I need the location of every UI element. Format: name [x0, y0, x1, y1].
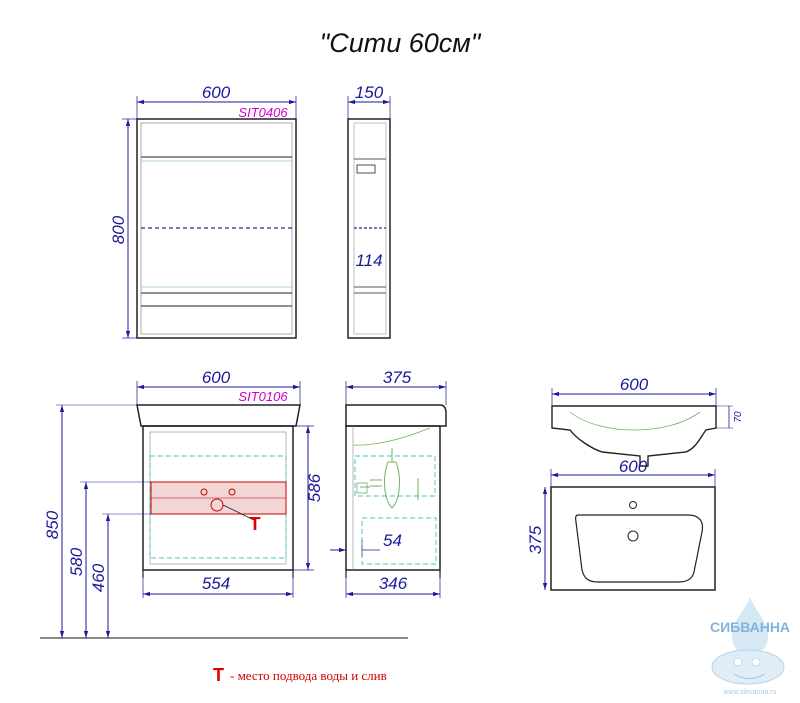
vanity-water-marker: T: [250, 514, 261, 534]
mirror-depth-label: 150: [355, 83, 384, 102]
sink-side-view: [551, 405, 717, 467]
vanity-width-bottom-dimension: 554: [142, 574, 294, 598]
legend-symbol: T: [213, 665, 224, 685]
mirror-shelf-label: 114: [355, 251, 382, 270]
height-580-dimension: 580: [67, 481, 151, 638]
vanity-body-height-label: 586: [305, 473, 324, 502]
vanity-offset-dimension: 54: [330, 531, 402, 556]
vanity-offset-label: 54: [383, 531, 402, 550]
sink-height-label: 70: [733, 411, 744, 423]
height-850-dimension: 850: [43, 404, 137, 638]
legend-text: - место подвода воды и слив: [230, 668, 387, 683]
vanity-depth-bottom-label: 346: [379, 574, 408, 593]
vanity-depth-top-dimension: 375: [345, 368, 447, 405]
sink-side-width-label: 600: [620, 375, 649, 394]
mirror-depth-dimension: 150: [347, 83, 391, 119]
vanity-front: T: [136, 404, 301, 578]
mirror-width-dimension: 600: [136, 83, 297, 119]
mirror-code-label: SIT0406: [238, 105, 288, 120]
sink-top-width-dimension: 600: [550, 457, 716, 487]
vanity-width-top-dimension: 600: [136, 368, 301, 405]
watermark-site: www.sibvanna.ru: [723, 689, 777, 696]
mirror-height-dimension: 800: [109, 118, 137, 339]
mirror-cabinet-front: [136, 118, 297, 339]
height-460-label: 460: [89, 563, 108, 592]
sink-height-dimension: 70: [716, 405, 744, 429]
watermark-brand: СИБВАННА: [710, 619, 790, 635]
sink-side-width-dimension: 600: [551, 375, 717, 406]
mirror-height-label: 800: [109, 215, 128, 244]
legend: T - место подвода воды и слив: [213, 665, 387, 685]
vanity-side: [345, 404, 447, 578]
mirror-cabinet-side: [347, 118, 391, 339]
watermark-logo: СИБВАННА www.sibvanna.ru: [710, 597, 790, 696]
drawing-title: "Сити 60см": [320, 28, 482, 58]
height-580-label: 580: [67, 547, 86, 576]
vanity-depth-bottom-dimension: 346: [345, 574, 441, 598]
height-460-dimension: 460: [89, 513, 151, 638]
sink-top-width-label: 600: [619, 457, 648, 476]
vanity-width-top-label: 600: [202, 368, 231, 387]
vanity-body-height-dimension: 586: [293, 425, 324, 571]
sink-depth-dimension: 375: [526, 487, 548, 590]
vanity-code-label: SIT0106: [238, 389, 288, 404]
vanity-depth-top-label: 375: [383, 368, 412, 387]
height-850-label: 850: [43, 510, 62, 539]
vanity-width-bottom-label: 554: [202, 574, 230, 593]
mirror-width-label: 600: [202, 83, 231, 102]
sink-top-view: [550, 486, 716, 591]
sink-depth-label: 375: [526, 525, 545, 554]
